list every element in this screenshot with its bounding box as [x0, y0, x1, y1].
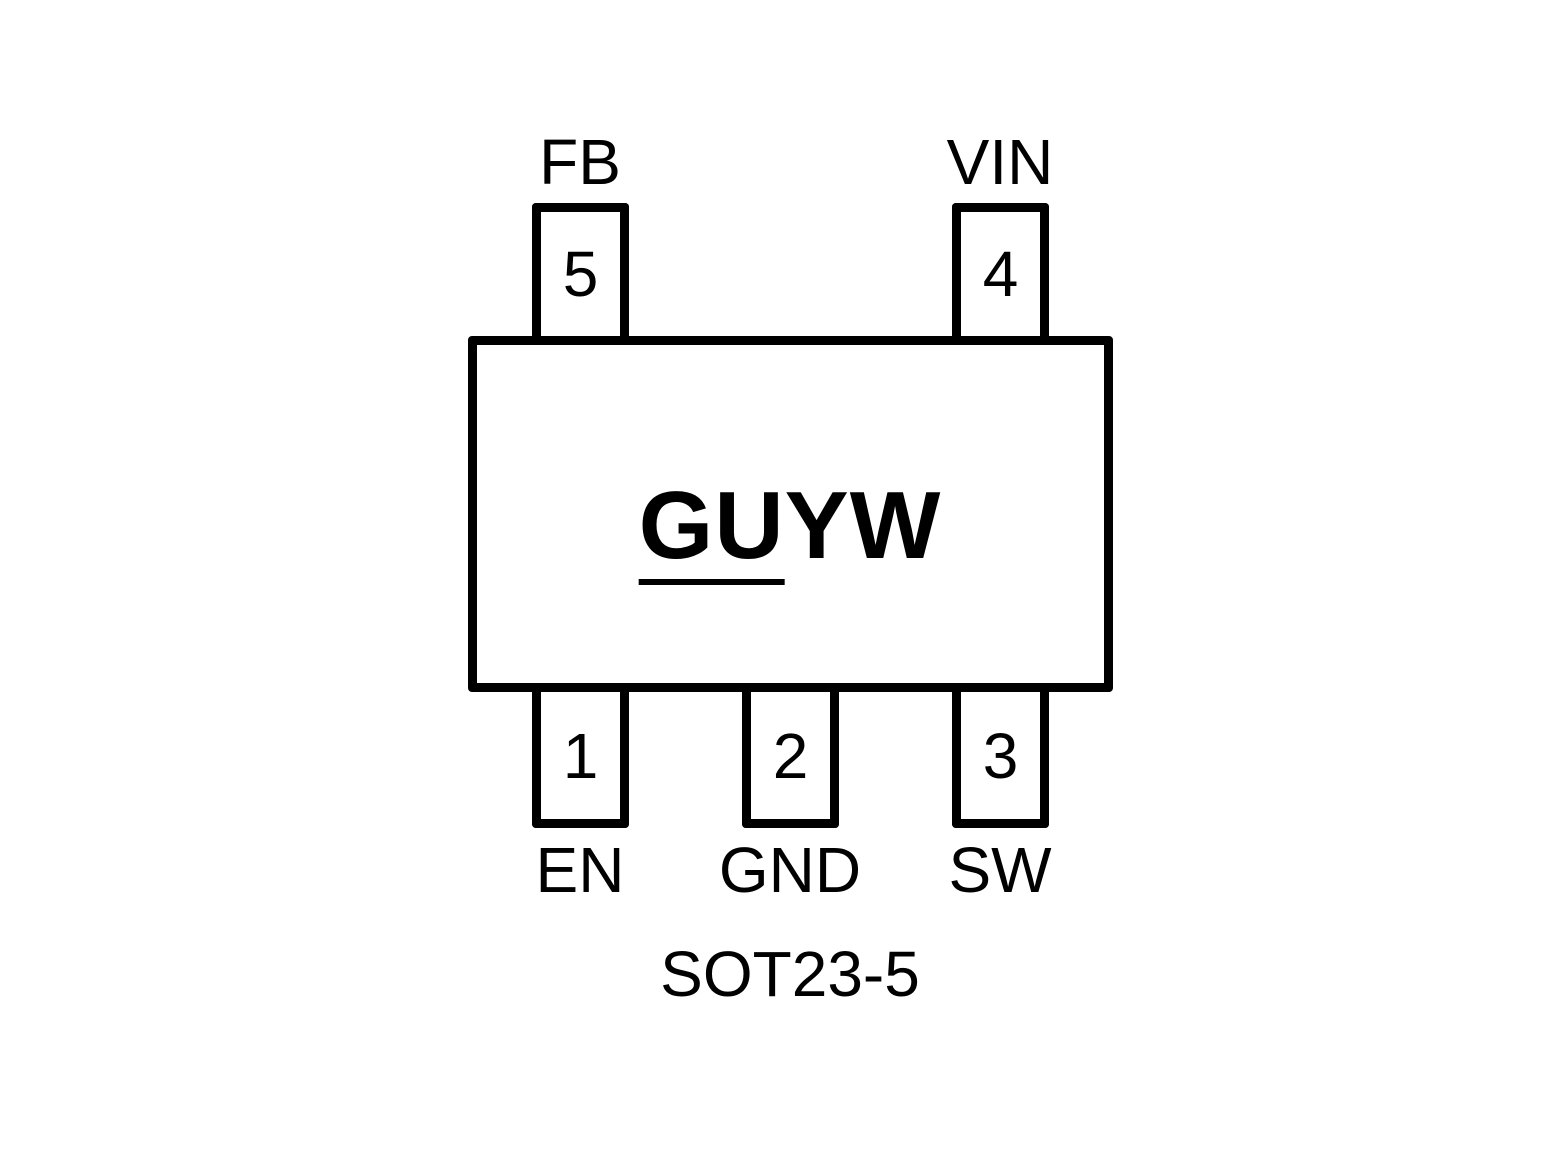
device-marking: GUYW [638, 472, 942, 585]
pin3: 3 [952, 692, 1049, 828]
package-body [468, 336, 1113, 692]
pin2-label: GND [718, 834, 862, 906]
pin4-number: 4 [982, 238, 1019, 310]
pin4-label: VIN [946, 126, 1054, 198]
package-name: SOT23-5 [660, 938, 920, 1010]
pin2-number: 2 [772, 719, 809, 792]
marking-underlined: GU [638, 472, 785, 585]
pin2: 2 [742, 692, 839, 828]
pin5-number: 5 [562, 238, 599, 310]
pin3-label: SW [948, 834, 1052, 906]
pin1-number: 1 [562, 719, 599, 792]
pin3-number: 3 [982, 719, 1019, 792]
pin1: 1 [532, 692, 629, 828]
pin4: 4 [952, 203, 1049, 336]
pin5-label: FB [539, 126, 621, 198]
pin1-label: EN [535, 834, 625, 906]
pin5: 5 [532, 203, 629, 336]
marking-rest: YW [784, 472, 942, 579]
